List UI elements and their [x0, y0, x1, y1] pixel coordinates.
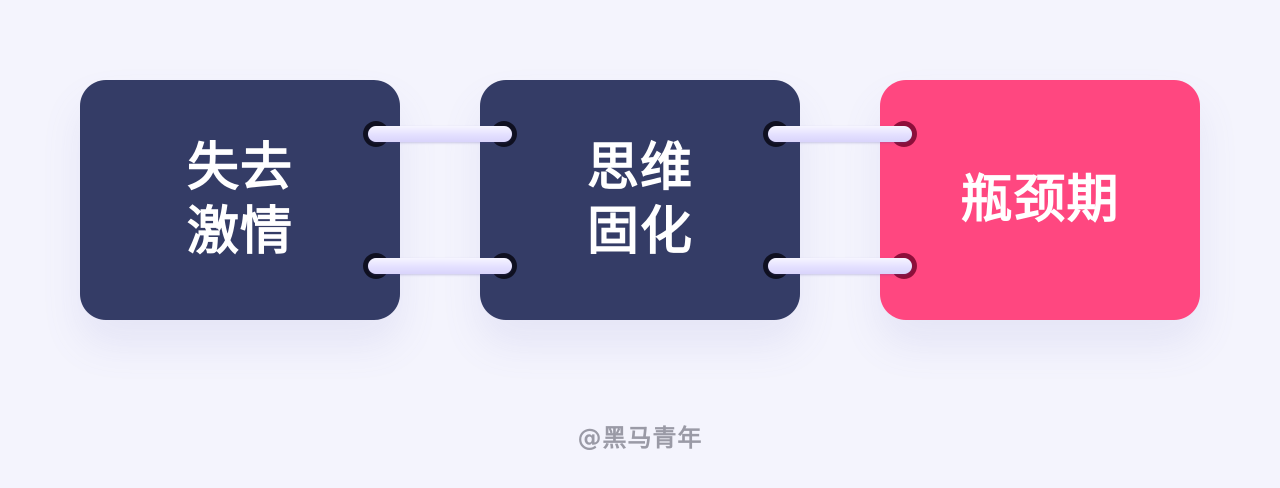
- binder-ring-icon: [768, 258, 912, 274]
- card-label-line: 瓶颈期: [960, 170, 1120, 230]
- card-rigid-thinking: 思维 固化: [480, 80, 800, 320]
- card-label: 思维 固化: [587, 136, 693, 264]
- card-bottleneck: 瓶颈期: [880, 80, 1200, 320]
- card-label-line: 失去: [186, 138, 293, 198]
- card-label-line: 激情: [186, 202, 293, 262]
- binder-ring-icon: [368, 126, 512, 142]
- card-label: 失去 激情: [187, 136, 293, 264]
- card-label-line: 固化: [586, 202, 693, 262]
- card-label-line: 思维: [586, 138, 693, 198]
- watermark: @黑马青年: [577, 424, 703, 452]
- binder-ring-icon: [368, 258, 512, 274]
- card-label: 瓶颈期: [960, 168, 1119, 232]
- card-lose-passion: 失去 激情: [80, 80, 400, 320]
- binder-ring-icon: [768, 126, 912, 142]
